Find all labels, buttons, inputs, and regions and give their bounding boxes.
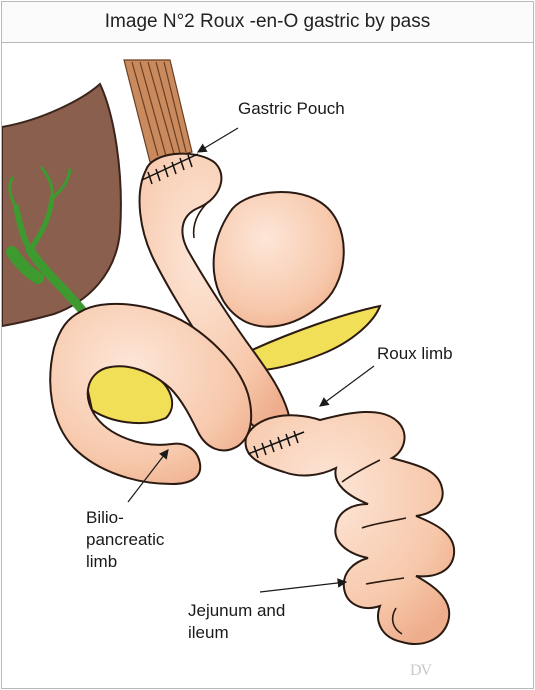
jejunum-label-line-1: Jejunum and bbox=[188, 600, 318, 622]
roux-limb-label: Roux limb bbox=[377, 343, 453, 365]
gastric-bypass-illustration bbox=[2, 43, 533, 689]
gastric-pouch-arrow bbox=[198, 128, 238, 152]
gastric-pouch-label: Gastric Pouch bbox=[238, 98, 345, 120]
biliopancreatic-limb-label: Bilio- pancreatic limb bbox=[86, 507, 186, 573]
jejunum-ileum-label: Jejunum and ileum bbox=[188, 600, 318, 644]
excluded-stomach bbox=[214, 192, 344, 327]
bilio-label-line-3: limb bbox=[86, 551, 186, 573]
jejunum-label-line-2: ileum bbox=[188, 622, 318, 644]
roux-limb-arrow bbox=[320, 366, 374, 406]
jejunum-arrow bbox=[260, 582, 346, 592]
artist-signature: DV bbox=[410, 662, 431, 680]
bilio-label-line-2: pancreatic bbox=[86, 529, 186, 551]
figure-title: Image N°2 Roux -en-O gastric by pass bbox=[2, 2, 533, 43]
esophagus bbox=[124, 60, 192, 162]
bilio-label-line-1: Bilio- bbox=[86, 507, 186, 529]
